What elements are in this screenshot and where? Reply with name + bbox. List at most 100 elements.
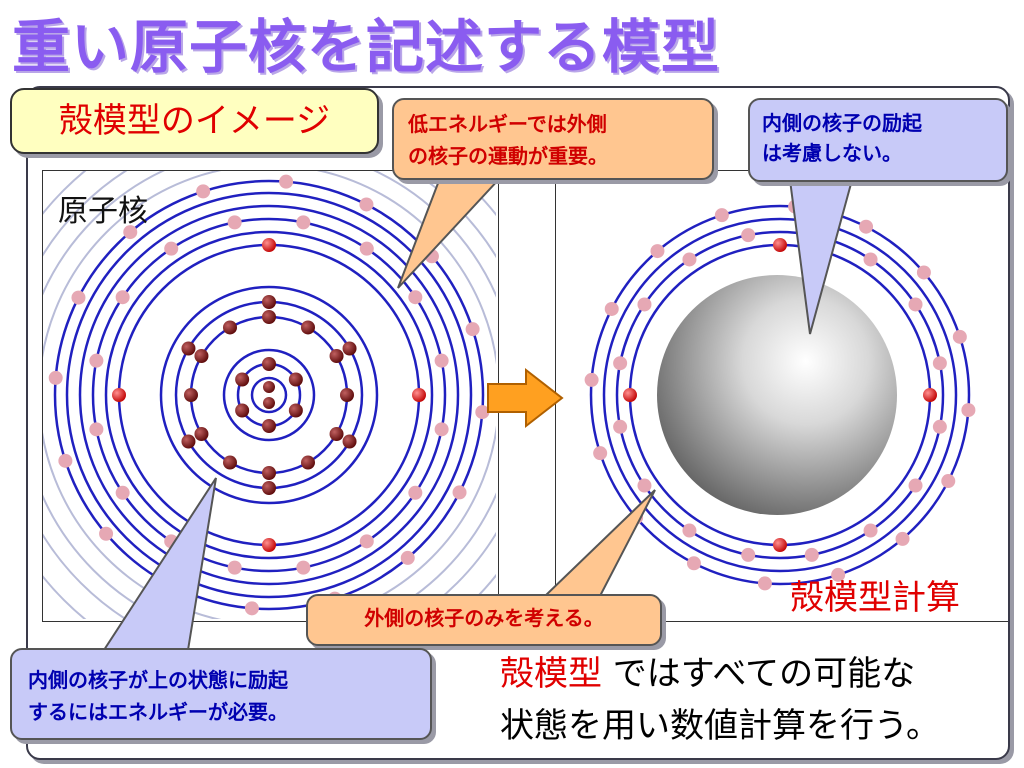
summary-line-1: 殻模型 ではすべての可能な [500,648,940,700]
bottom-summary: 殻模型 ではすべての可能な 状態を用い数値計算を行う。 [500,648,940,752]
faint-nucleon [359,197,374,212]
orbit-ring [189,315,349,475]
callout-line: は考慮しない。 [762,141,902,165]
faint-nucleon [196,184,211,199]
inner-nucleon [262,295,276,309]
faint-nucleon [475,405,490,420]
outer-nucleon [623,388,637,402]
faint-nucleon [452,485,467,500]
inner-nucleon [340,388,354,402]
faint-nucleon [859,219,874,234]
nucleus-label: 原子核 [58,194,148,229]
outer-nucleon [412,388,426,402]
inner-nucleon [262,481,276,495]
inner-nucleon [301,455,315,470]
faint-nucleon [863,523,878,538]
summary-line-1-rest: ではすべての可能な [602,654,916,694]
orbit-ring [78,204,460,586]
faint-nucleon [908,478,923,493]
faint-nucleon [400,550,415,565]
callout-outer-only: 外側の核子のみを考える。 [306,594,662,646]
faint-nucleon [115,290,130,305]
faint-nucleon [863,252,878,267]
orbit-ring [159,285,379,505]
inner-nucleon [235,372,250,387]
outer-only-callout-pointer [542,489,656,597]
faint-nucleon [58,453,73,468]
inner-nucleon [288,372,303,387]
orbit-ring [65,191,473,599]
inner-nucleon [263,397,275,409]
faint-nucleon [593,446,608,461]
faint-nucleon [682,523,697,538]
faint-nucleon [123,225,138,240]
faint-nucleon [227,215,242,230]
callout-line: 低エネルギーでは外側 [408,112,607,136]
orbit-ring [602,217,958,573]
faint-nucleon [244,601,259,616]
faint-nucleon [71,290,86,305]
faint-nucleon [804,547,819,562]
inner-nucleon [181,434,196,449]
outer-nucleon [773,538,787,552]
faint-nucleon [48,370,63,385]
faint-nucleon [584,372,599,387]
inner-nucleon [262,419,276,433]
inner-nucleon [194,427,209,441]
inner-nucleon [262,310,276,324]
faint-nucleon [408,290,423,305]
faint-nucleon [465,322,480,337]
faint-nucleon [359,241,374,256]
faint-nucleon [613,419,628,434]
faint-nucleon [434,422,449,437]
right-arrow-icon [487,367,564,429]
callout-inner-excitation: 内側の核子が上の状態に励起 するにはエネルギーが必要。 [10,648,432,740]
inner-nucleon [262,466,276,480]
faint-nucleon [99,526,114,541]
outer-nucleon [923,388,937,402]
inner-nucleon [329,427,344,441]
faint-nucleon [741,547,756,562]
faint-nucleon [164,241,179,256]
faint-nucleon [941,474,956,489]
inner-excite-callout-pointer [102,477,217,651]
callout-inner-not-considered: 内側の核子の励起 は考慮しない。 [748,98,1008,182]
faint-nucleon [952,329,967,344]
faint-nucleon [604,301,619,316]
faint-nucleon [682,252,697,267]
faint-nucleon [89,353,104,368]
page-title: 重い原子核を記述する模型 [12,13,721,81]
inner-nucleon [184,388,198,402]
outer-nucleon [262,538,276,552]
orbit-ring [589,204,971,586]
inner-nucleon [223,455,237,470]
faint-nucleon [741,228,756,243]
callout-line: 内側の核子が上の状態に励起 [28,668,288,692]
shell-model-nucleus-diagram [43,171,496,619]
core-sphere-icon [657,275,897,515]
inner-nucleon [194,349,209,363]
orbit-ring [615,230,945,560]
faint-nucleon [408,485,423,500]
faint-nucleon [961,403,976,418]
shell-model-calculation-diagram [584,199,976,591]
faint-nucleon [895,531,910,546]
inner-nucleon [223,320,237,335]
faint-nucleon [279,174,294,189]
inner-nucleon [288,403,303,418]
faint-nucleon [932,356,947,371]
orbit-ring [104,230,434,560]
faint-nucleon [637,297,652,312]
summary-highlight: 殻模型 [500,654,602,694]
faint-nucleon [916,265,931,280]
inner-nucleon [329,349,344,363]
orbit-ring [53,179,485,611]
outer-nucleon [112,388,126,402]
inner-nucleon [235,403,250,418]
outer-nucleon [262,238,276,252]
faint-nucleon [359,534,374,549]
faint-nucleon [757,576,772,591]
orbit-ring [250,376,288,414]
callout-line: 内側の核子の励起 [762,111,922,135]
